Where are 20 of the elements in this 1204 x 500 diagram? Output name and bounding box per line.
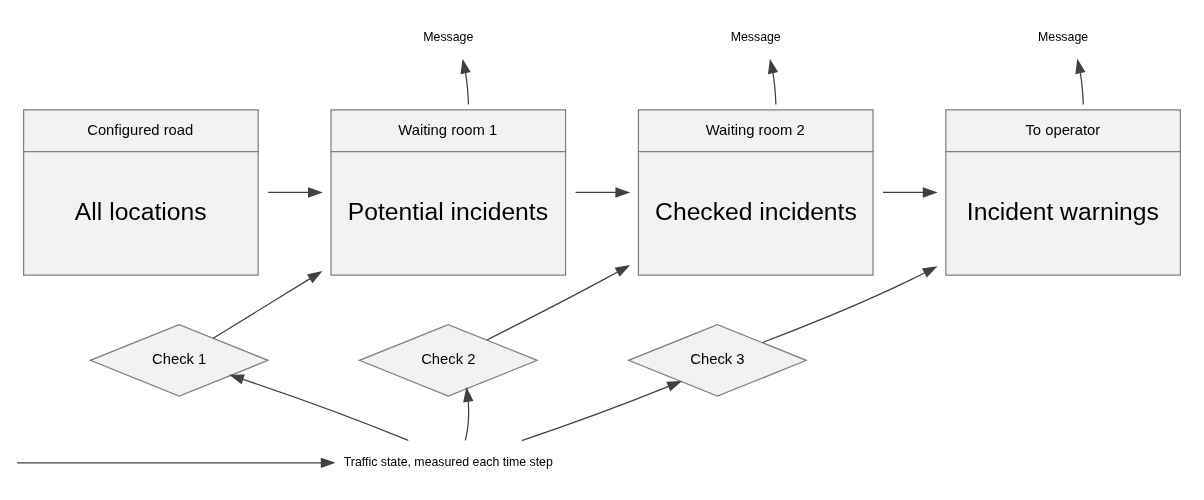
arrow: [463, 386, 474, 441]
node-diamond: Check 2: [357, 323, 539, 397]
arrow: [229, 374, 409, 441]
arrow: [767, 58, 779, 105]
node-text: Message: [1038, 29, 1089, 44]
arrow: [761, 265, 938, 343]
node-diamond: Check 3: [626, 323, 808, 397]
node-text: Traffic state, measured each time step: [343, 454, 553, 469]
node-text: Message: [423, 29, 474, 44]
arrow: [882, 186, 938, 198]
arrow: [486, 264, 631, 341]
arrow: [460, 58, 471, 105]
arrow: [267, 186, 323, 198]
arrow: [521, 380, 682, 441]
arrow: [1075, 58, 1086, 105]
arrow: [212, 270, 323, 339]
node-text: Message: [730, 29, 781, 44]
arrow: [16, 457, 336, 468]
node-diamond: Check 1: [88, 323, 270, 397]
arrow: [574, 186, 631, 198]
